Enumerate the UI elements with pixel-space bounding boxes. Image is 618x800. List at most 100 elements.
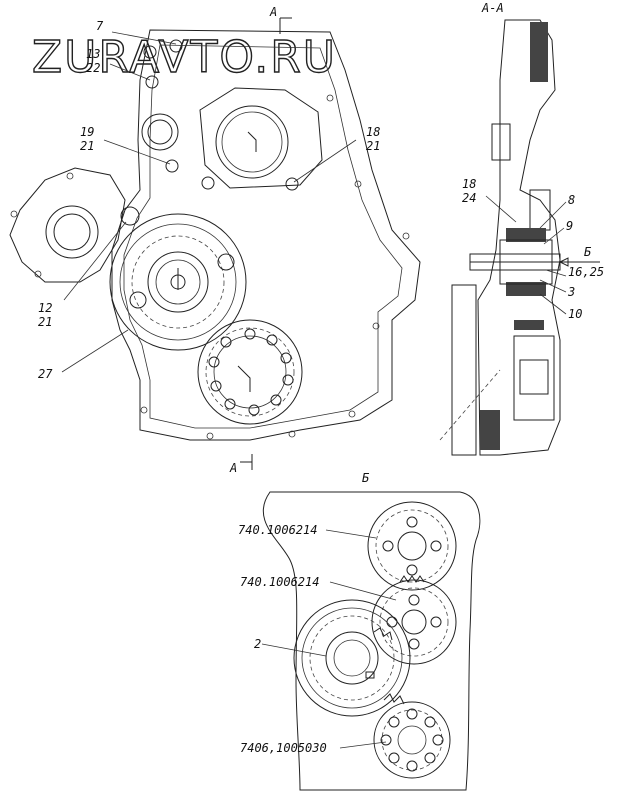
crank-gear-outer (109, 213, 247, 351)
boss-mid (201, 176, 215, 190)
callout-19-21: 21 (80, 139, 94, 153)
callout-19: 19 (80, 125, 94, 139)
view-gear-1-outer (367, 501, 457, 591)
callout-13: 13 (86, 47, 100, 61)
section-callout-10: 10 (568, 307, 582, 321)
crank-gear-hole-left (129, 291, 147, 309)
section-callout-18: 18 (462, 177, 476, 191)
view-callout-1: 740.1006214 (238, 523, 317, 537)
view-b-boundary (262, 491, 481, 791)
view-b: Б (238, 471, 481, 791)
crank-gear-dash (131, 235, 225, 329)
section-left-plate (451, 284, 477, 456)
section-lower-gear-bore (519, 359, 549, 395)
crank-gear-pitch (119, 223, 237, 341)
crank-gear-hole-right (217, 253, 235, 271)
view-gear-1-hub (397, 531, 427, 561)
view-gear-4-hub (397, 725, 427, 755)
section-lower-gear (513, 335, 555, 421)
section-bracket (491, 123, 511, 161)
upper-bore-mark (247, 131, 257, 152)
left-housing-outline (9, 167, 126, 283)
section-callout-24: 24 (462, 191, 476, 205)
cover-inner-outline (123, 44, 403, 429)
watermark-text: ZURAVTO.RU (32, 32, 337, 83)
view-gear-3-outer (293, 599, 411, 717)
lower-gear-inner (213, 335, 287, 409)
section-callout-9: 9 (566, 219, 573, 233)
view-teeth-3 (383, 693, 405, 705)
perimeter-bolt-holes (10, 94, 410, 440)
boss-13 (145, 75, 159, 89)
upper-seal-inner (147, 119, 173, 145)
view-teeth-2 (373, 627, 393, 641)
callout-7: 7 (96, 19, 104, 33)
section-outline (477, 19, 561, 456)
left-housing-seal-outer (45, 205, 99, 259)
view-gear-3-pitch (301, 607, 403, 709)
callout-27: 27 (38, 367, 53, 381)
section-lower-gear-teeth (514, 320, 544, 330)
callout-12: 12 (38, 301, 52, 315)
view-callout-4: 7406,1005030 (240, 741, 327, 755)
section-hatch-bottom (480, 410, 500, 450)
boss-top-2 (169, 39, 183, 53)
upper-bore-boss (199, 87, 323, 189)
crank-gear-hub (147, 251, 209, 313)
section-gear-top (506, 228, 546, 242)
boss-19 (165, 159, 179, 173)
view-gear-4-outer (373, 701, 451, 779)
lower-gear-outer (197, 319, 303, 425)
lower-gear-dash (205, 327, 295, 417)
boss-18 (285, 177, 299, 191)
cover-outline (111, 29, 421, 441)
section-callout-16-25: 16,25 (568, 265, 604, 279)
view-gear-4-dash (381, 709, 443, 771)
view-gear-2-holes (386, 594, 442, 650)
section-leaders (485, 195, 567, 315)
boss-top-1 (143, 45, 157, 59)
section-hatch-top (530, 22, 548, 82)
view-gear-2-hub (401, 609, 427, 635)
view-callout-3: 2 (254, 637, 261, 651)
view-gear-1-dash (375, 509, 449, 583)
arrow-b-label: Б (584, 245, 592, 259)
view-teeth-1 (399, 575, 425, 583)
boss-idler (120, 206, 140, 226)
upper-bore-outer (215, 105, 289, 179)
view-b-title: Б (362, 471, 370, 485)
view-gear-3-hub-inner (333, 639, 371, 677)
view-gear-2-dash (379, 587, 449, 657)
lower-gear-holes (208, 328, 294, 416)
callout-18: 18 (366, 125, 380, 139)
view-callout-2: 740.1006214 (240, 575, 319, 589)
front-leaders (61, 31, 357, 373)
callout-22: 22 (86, 61, 100, 75)
arrow-b-head (558, 257, 569, 267)
view-gear-3-key (365, 671, 375, 679)
view-gear-4-holes (380, 708, 444, 772)
upper-seal-outer (141, 113, 179, 151)
view-gear-1-holes (382, 516, 442, 576)
lower-gear-mark (237, 365, 251, 392)
section-mark-top: А (269, 5, 277, 19)
section-view: А-А Б 18 24 8 9 (439, 1, 604, 456)
section-callout-8: 8 (568, 193, 575, 207)
section-hub (499, 239, 553, 285)
view-leaders (261, 529, 397, 749)
left-housing-seal-inner (53, 213, 91, 251)
view-gear-3-hub (325, 631, 379, 685)
crank-gear-hub-inner (155, 259, 201, 305)
upper-bore-inner (221, 111, 283, 173)
section-title: А-А (481, 1, 504, 15)
section-callout-3: 3 (567, 285, 575, 299)
section-mark-bottom: А (229, 461, 237, 475)
callout-12-21: 21 (38, 315, 52, 329)
front-view: А А 7 13 22 19 21 18 21 12 21 27 (9, 5, 421, 475)
section-gear-bottom (506, 282, 546, 296)
section-dash-line (439, 369, 501, 441)
view-gear-2-outer (371, 579, 457, 665)
view-gear-3-dash (309, 615, 395, 701)
